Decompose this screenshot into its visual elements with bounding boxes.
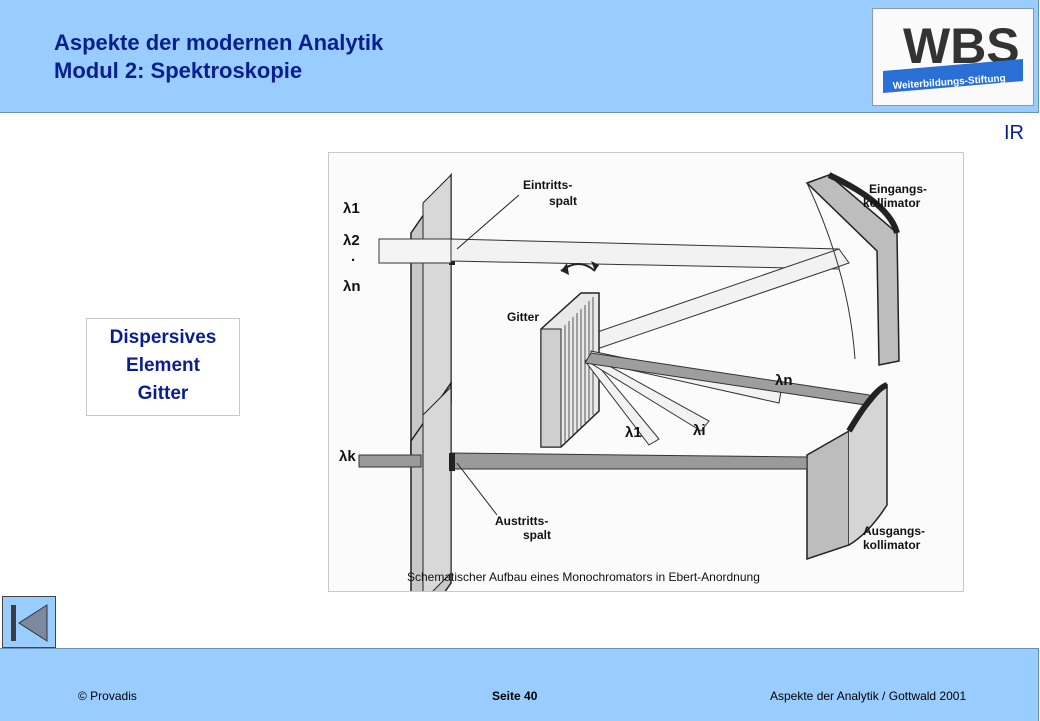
- grating: [540, 292, 600, 448]
- label-entrance-collimator-1: Eingangs-: [869, 182, 927, 196]
- header-bar: Aspekte der modernen Analytik Modul 2: S…: [0, 0, 1039, 113]
- first-page-button[interactable]: [2, 596, 56, 648]
- page-subtitle: Modul 2: Spektroskopie: [54, 58, 303, 83]
- label-entrance-collimator-2: kollimator: [863, 196, 921, 210]
- exit-collimator: [806, 429, 850, 561]
- label-lambda-out-n: λn: [775, 372, 793, 389]
- label-lambda-exit-k: λk: [339, 448, 356, 465]
- topic-tag: IR: [1004, 122, 1024, 144]
- label-exit-slit-1: Austritts-: [495, 514, 548, 528]
- diagram-caption: Schematischer Aufbau eines Monochromator…: [407, 570, 760, 584]
- label-lambda-in-n: λn: [343, 278, 361, 295]
- label-exit-slit-2: spalt: [523, 528, 551, 542]
- label-lambda-in-1: λ1: [343, 200, 360, 217]
- callout-line-3: Gitter: [137, 383, 189, 404]
- label-grating: Gitter: [507, 310, 539, 324]
- wbs-logo: WBS Weiterbildungs-Stiftung: [872, 8, 1034, 106]
- exit-slit-opening: [449, 453, 455, 471]
- footer-bar: © Provadis Seite 40 Aspekte der Analytik…: [0, 648, 1039, 721]
- footer-course-info: Aspekte der Analytik / Gottwald 2001: [770, 689, 967, 703]
- first-page-icon: [11, 604, 48, 642]
- label-lambda-out-1: λ1: [625, 424, 642, 441]
- label-exit-collimator-2: kollimator: [863, 538, 921, 552]
- label-exit-collimator-1: Ausgangs-: [863, 524, 925, 538]
- callout-line-2: Element: [126, 355, 200, 376]
- label-entrance-slit-2: spalt: [549, 194, 577, 208]
- page-title: Aspekte der modernen Analytik: [54, 30, 384, 55]
- dispersive-element-callout: Dispersives Element Gitter: [86, 318, 240, 416]
- monochromator-diagram: Eintritts- spalt Eingangs- kollimator Gi…: [328, 152, 964, 644]
- label-lambda-in-2: λ2: [343, 232, 360, 249]
- label-entrance-slit-1: Eintritts-: [523, 178, 572, 192]
- callout-line-1: Dispersives: [109, 327, 217, 348]
- footer-copyright: © Provadis: [78, 689, 137, 703]
- footer-page-number: Seite 40: [492, 689, 538, 703]
- label-lambda-out-i: λi: [693, 422, 706, 439]
- label-lambda-in-dots: ·: [351, 252, 356, 269]
